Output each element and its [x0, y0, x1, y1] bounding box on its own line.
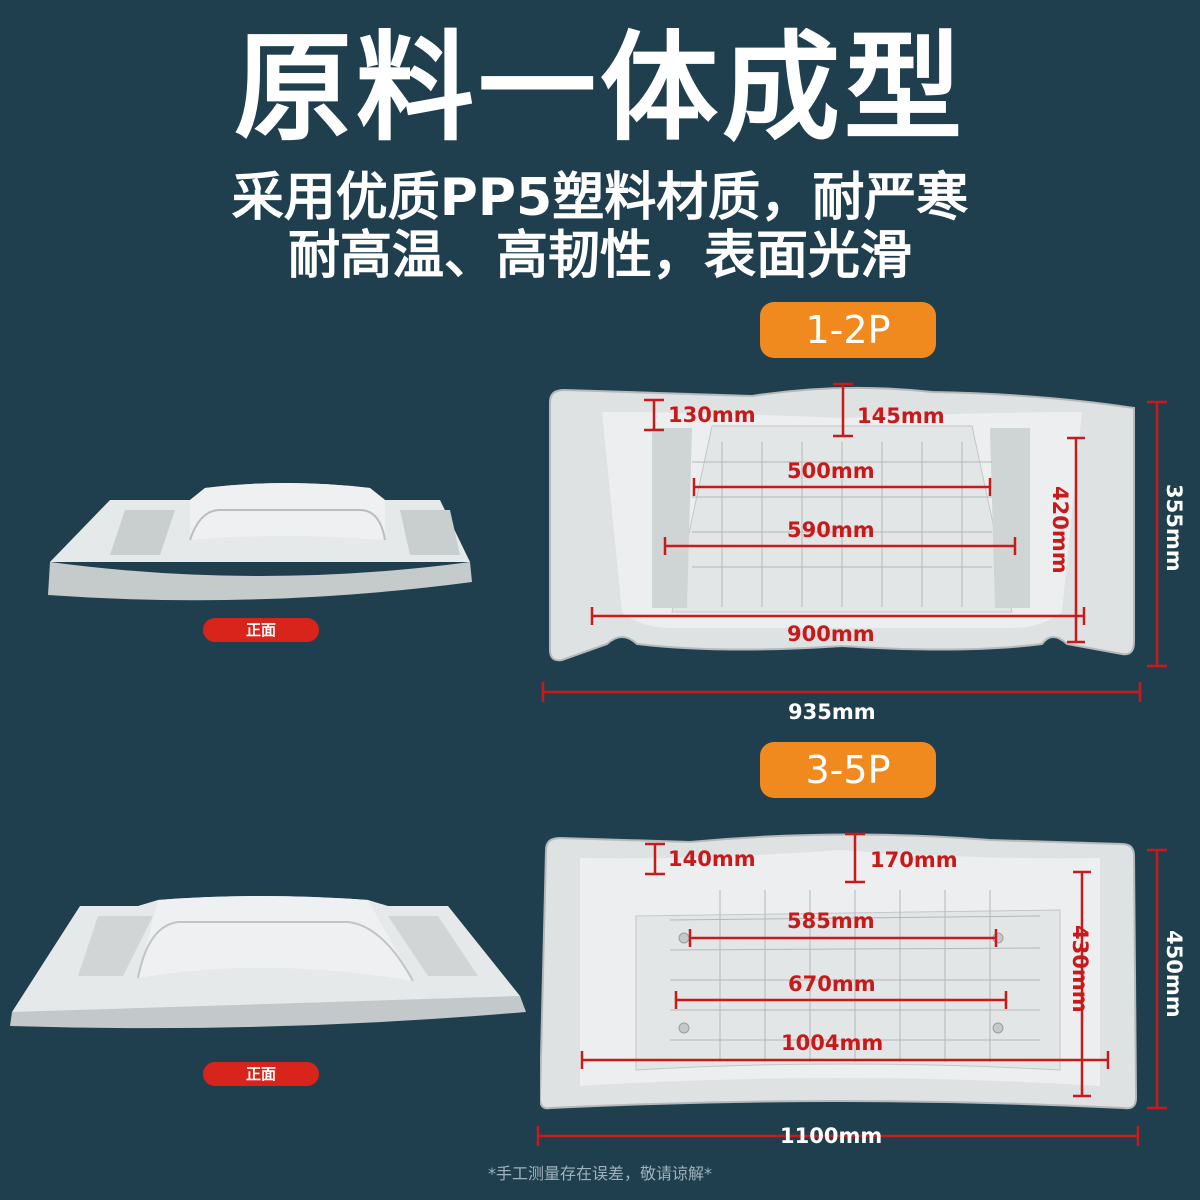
product-top-image-large [540, 833, 1138, 1110]
size-badge-3-5p: 3-5P [760, 742, 936, 798]
subtitle-line-2: 耐高温、高韧性，表面光滑 [287, 226, 912, 286]
size-badge-1-2p: 1-2P [760, 302, 936, 358]
dim-large-430: 430mm [1068, 925, 1092, 1013]
dim-small-130: 130mm [668, 403, 756, 427]
dim-small-145: 145mm [857, 404, 945, 428]
product-front-image-small [48, 483, 472, 601]
dim-large-670: 670mm [788, 972, 876, 996]
dim-large-170: 170mm [870, 848, 958, 872]
front-tag-large: 正面 [203, 1062, 319, 1086]
dim-large-585: 585mm [787, 909, 875, 933]
dim-small-900: 900mm [787, 622, 875, 646]
page-title: 原料一体成型 [233, 19, 966, 157]
product-front-image-large [10, 896, 526, 1029]
front-tag-small: 正面 [203, 618, 319, 642]
product-top-image-small [549, 386, 1135, 662]
dim-small-590: 590mm [787, 518, 875, 542]
footnote: *手工测量存在误差，敬请谅解* [487, 1164, 712, 1183]
dim-large-1004: 1004mm [781, 1031, 884, 1055]
subtitle-line-1: 采用优质PP5塑料材质，耐严寒 [231, 168, 969, 228]
dim-small-935: 935mm [788, 700, 876, 724]
dim-large-140: 140mm [668, 847, 756, 871]
dim-large-450: 450mm [1162, 930, 1186, 1018]
dim-small-500: 500mm [787, 459, 875, 483]
dim-large-1100: 1100mm [780, 1124, 883, 1148]
